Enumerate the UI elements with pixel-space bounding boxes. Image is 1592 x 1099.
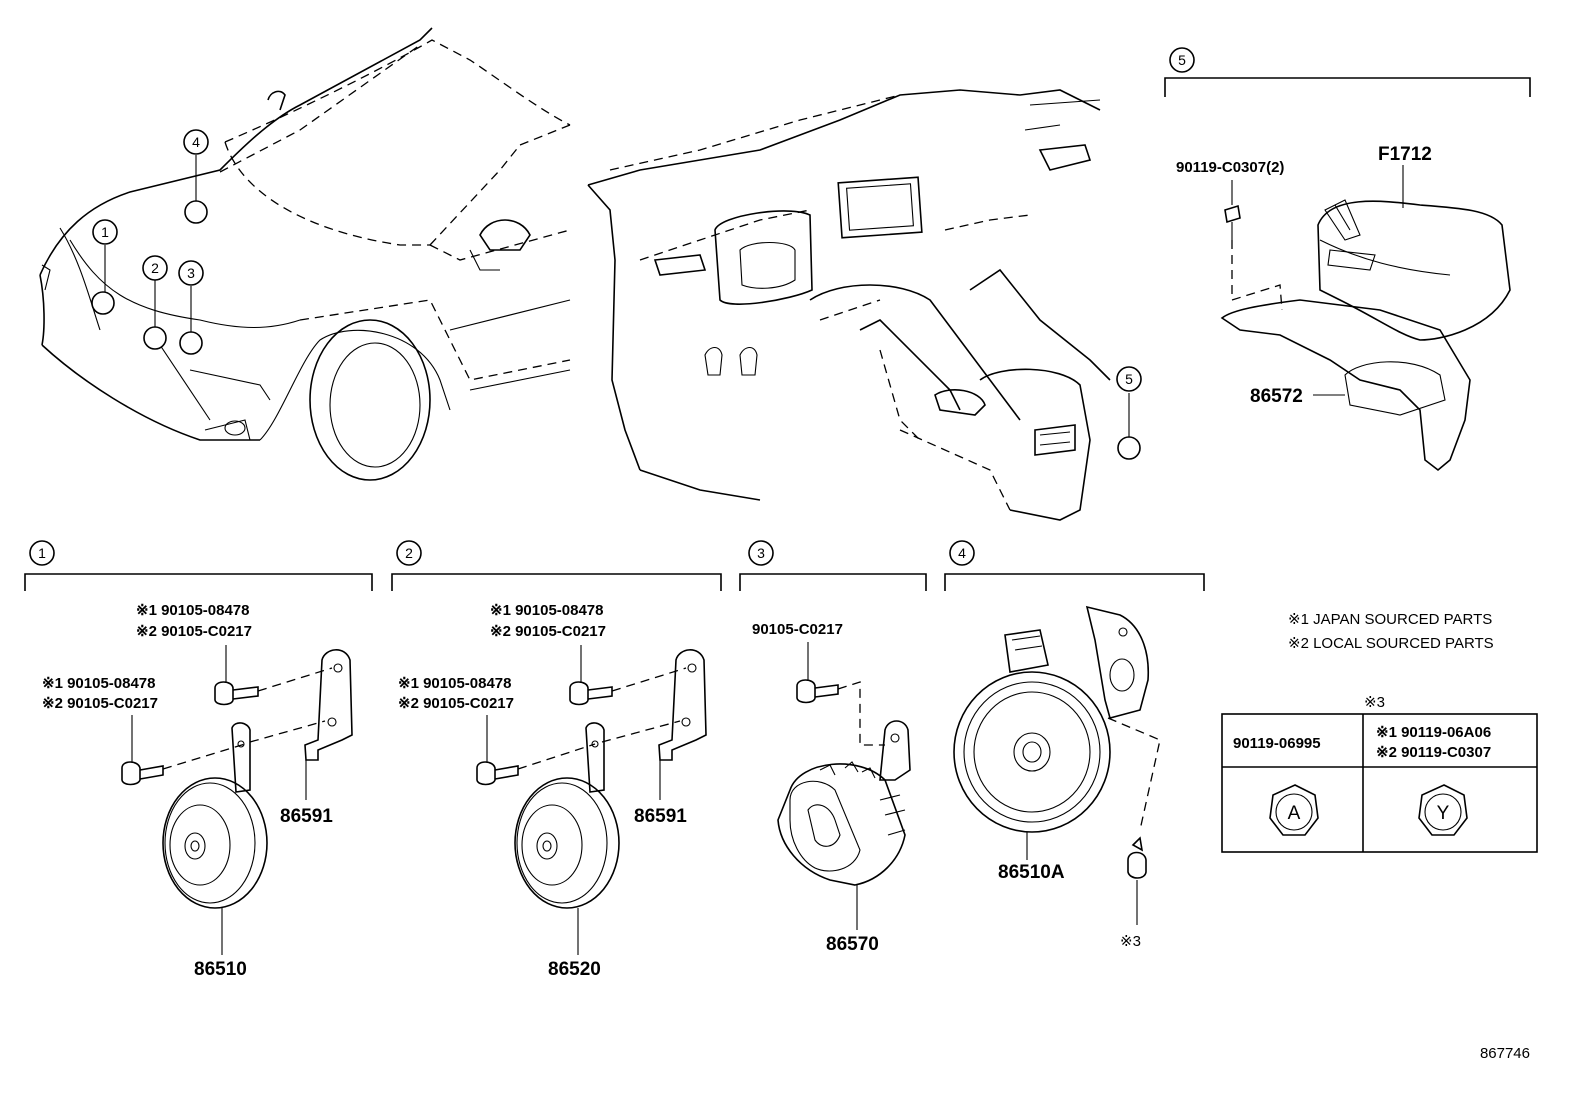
callout-4-car: 4 bbox=[192, 134, 200, 150]
legend-notes: ※1 JAPAN SOURCED PARTS ※2 LOCAL SOURCED … bbox=[1288, 611, 1494, 652]
ref-table-col2-header-local: ※2 90119-C0307 bbox=[1376, 744, 1491, 761]
callout-2-car: 2 bbox=[151, 260, 159, 276]
part-86510a: 86510A bbox=[998, 862, 1065, 883]
s2-bolt-left-japan: ※1 90105-08478 bbox=[398, 675, 512, 692]
part-90105-c0217-s3: 90105-C0217 bbox=[752, 621, 843, 638]
ref-table-title: ※3 bbox=[1364, 694, 1385, 711]
part-ref-3: ※3 bbox=[1120, 933, 1141, 950]
part-86572: 86572 bbox=[1250, 386, 1303, 407]
part-86520: 86520 bbox=[548, 959, 601, 980]
callout-3-car: 3 bbox=[187, 265, 195, 281]
s2-bolt-top-local: ※2 90105-C0217 bbox=[490, 623, 606, 640]
section-2-label: 2 bbox=[405, 545, 413, 561]
section-5: 5 90119-C0307(2) F1712 86572 bbox=[1164, 47, 1531, 472]
section-4-label: 4 bbox=[958, 545, 966, 561]
section-5-label: 5 bbox=[1178, 52, 1186, 68]
s1-bolt-top-japan: ※1 90105-08478 bbox=[136, 602, 250, 619]
s1-bolt-top-local: ※2 90105-C0217 bbox=[136, 623, 252, 640]
note-japan-sourced: ※1 JAPAN SOURCED PARTS bbox=[1288, 611, 1492, 628]
section-4: 4 86510A ※3 bbox=[944, 540, 1205, 950]
callout-5-interior: 5 bbox=[1125, 371, 1133, 387]
diagram-id: 867746 bbox=[1480, 1045, 1530, 1062]
part-86510: 86510 bbox=[194, 959, 247, 980]
section-1-label: 1 bbox=[38, 545, 46, 561]
s2-bolt-top-japan: ※1 90105-08478 bbox=[490, 602, 604, 619]
callout-1-car: 1 bbox=[101, 224, 109, 240]
part-86570: 86570 bbox=[826, 934, 879, 955]
section-3-label: 3 bbox=[757, 545, 765, 561]
s2-bolt-left-local: ※2 90105-C0217 bbox=[398, 695, 514, 712]
note-local-sourced: ※2 LOCAL SOURCED PARTS bbox=[1288, 635, 1494, 652]
s1-bolt-left-local: ※2 90105-C0217 bbox=[42, 695, 158, 712]
part-f1712: F1712 bbox=[1378, 144, 1432, 165]
car-interior-illustration bbox=[587, 89, 1111, 521]
ref-mark-a: A bbox=[1288, 803, 1301, 824]
s1-bolt-left-japan: ※1 90105-08478 bbox=[42, 675, 156, 692]
ref-table-col1-header: 90119-06995 bbox=[1233, 735, 1321, 752]
car-exterior-illustration bbox=[39, 27, 571, 481]
part-86591-s2: 86591 bbox=[634, 806, 687, 827]
ref-table-col2-header-japan: ※1 90119-06A06 bbox=[1376, 724, 1491, 741]
section-1: 1 ※1 90105-08478 ※2 90105-C0217 ※1 90105… bbox=[24, 540, 373, 980]
car-locator-marks: 1 2 3 4 bbox=[91, 129, 209, 355]
interior-locator-mark: 5 bbox=[1116, 366, 1142, 460]
ref-mark-y: Y bbox=[1437, 803, 1450, 824]
section-2: 2 ※1 90105-08478 ※2 90105-C0217 ※1 90105… bbox=[391, 540, 722, 980]
part-86591-s1: 86591 bbox=[280, 806, 333, 827]
section-3: 3 90105-C0217 86570 bbox=[739, 540, 927, 955]
part-90119-c0307: 90119-C0307(2) bbox=[1176, 159, 1284, 176]
ref-table: ※3 90119-06995 ※1 90119-06A06 ※2 90119-C… bbox=[1221, 694, 1538, 853]
